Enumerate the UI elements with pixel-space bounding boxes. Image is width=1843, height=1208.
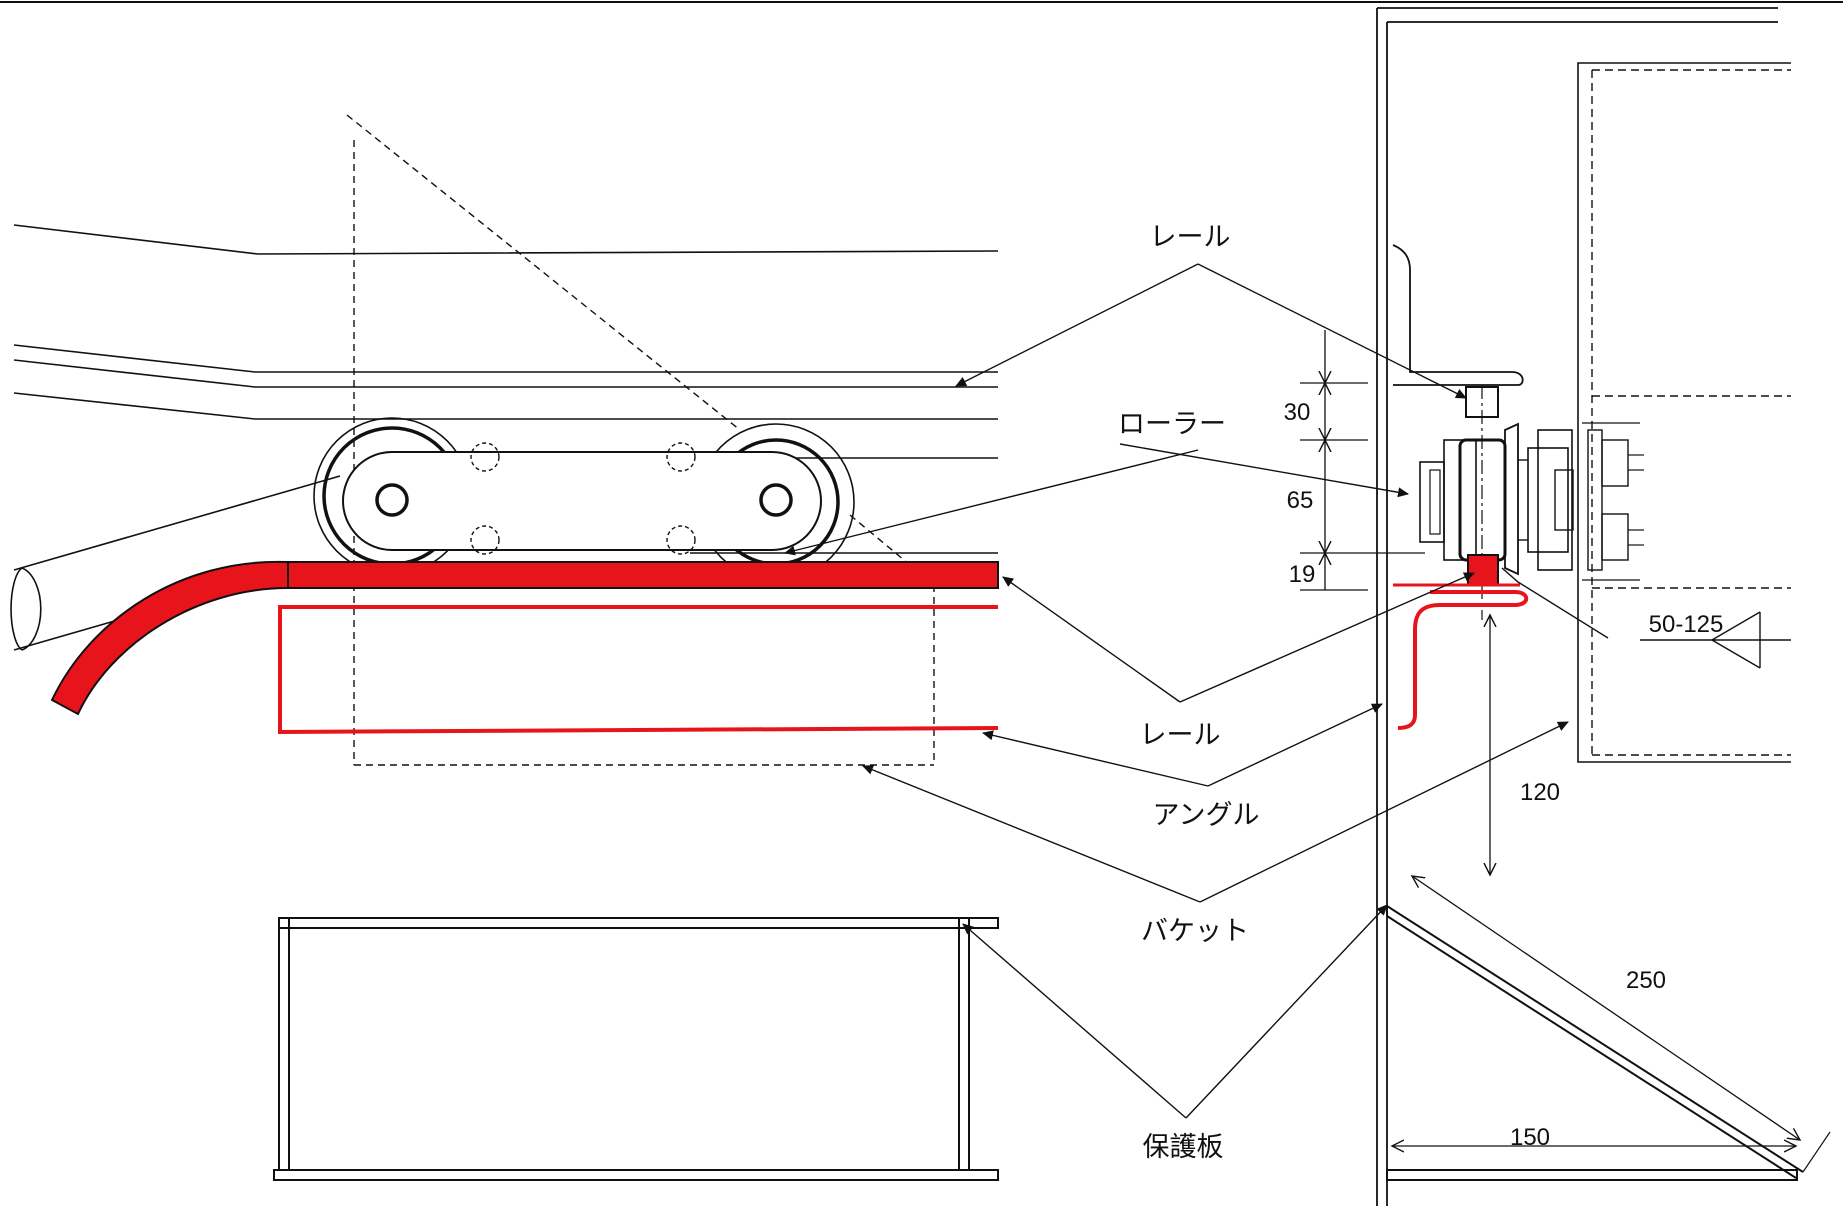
- label-roller: ローラー: [1118, 409, 1226, 440]
- leader-lines: [784, 263, 1609, 1119]
- side-view: [10, 114, 999, 766]
- dim-65: 65: [1287, 487, 1314, 514]
- red-rail-and-angle: [50, 560, 999, 735]
- label-rail-bottom: レール: [1140, 720, 1221, 751]
- dim-30: 30: [1284, 399, 1311, 426]
- dim-50-125: 50-125: [1649, 611, 1724, 638]
- dim-19: 19: [1289, 561, 1316, 588]
- dim-150: 150: [1510, 1124, 1550, 1151]
- label-bucket: バケット: [1141, 916, 1249, 947]
- protection-plate-frame: [273, 917, 999, 1181]
- label-angle: アングル: [1153, 800, 1260, 831]
- label-protect-plate: 保護板: [1143, 1132, 1224, 1163]
- dimension-lines: [1325, 330, 1800, 1146]
- dim-250: 250: [1626, 967, 1666, 994]
- section-view: [1300, 7, 1831, 1206]
- dim-120: 120: [1520, 779, 1560, 806]
- section-red-rail: [1393, 554, 1529, 730]
- label-rail-top: レール: [1150, 222, 1231, 253]
